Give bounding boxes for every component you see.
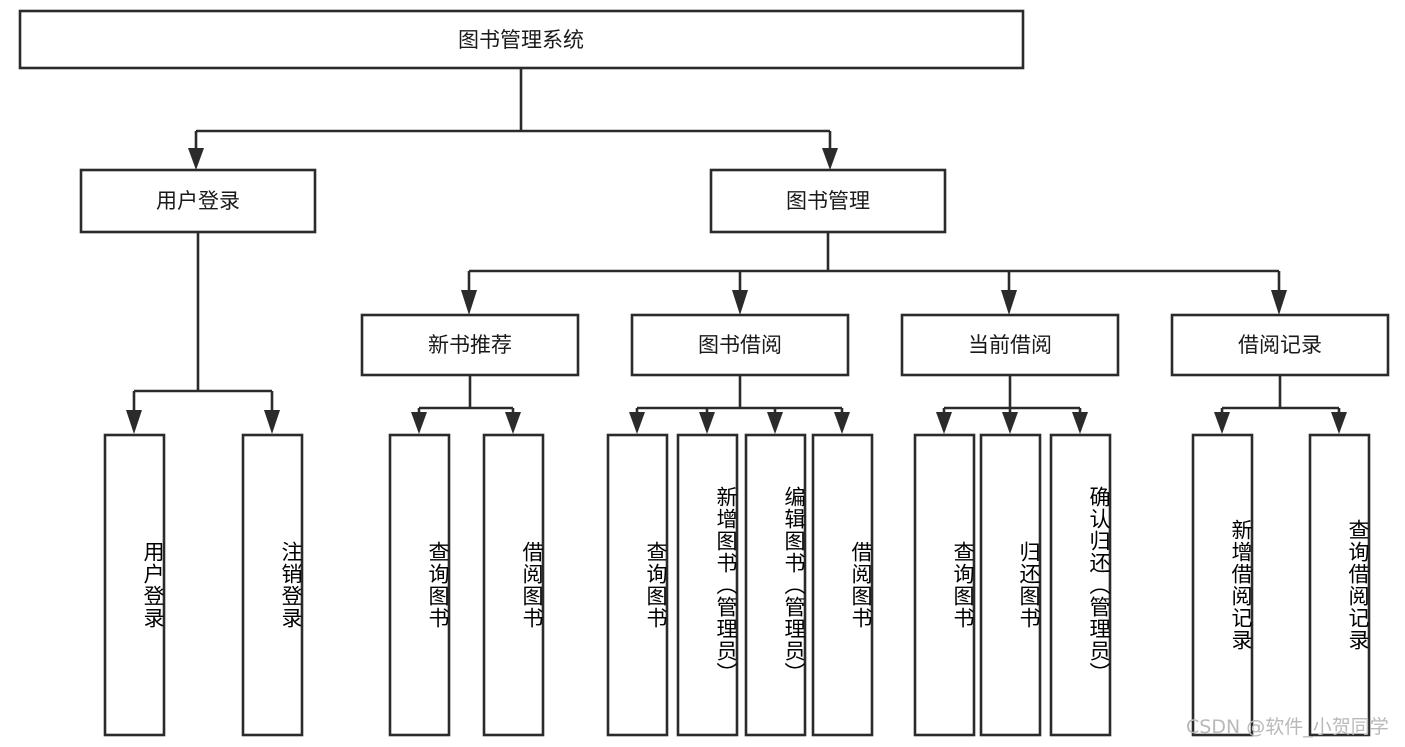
node-leaf-query-book-1[interactable] bbox=[388, 433, 451, 737]
watermark-text: CSDN @软件_小贺同学 bbox=[1186, 716, 1389, 738]
arrow-bb-l3 bbox=[767, 412, 783, 434]
node-leaf-query-book-2[interactable] bbox=[606, 433, 669, 737]
label-root: 图书管理系统 bbox=[458, 28, 584, 52]
node-leaf-borrow-book-2[interactable] bbox=[811, 433, 874, 737]
node-borrow-record[interactable] bbox=[1170, 313, 1390, 377]
arrow-root-to-book-management bbox=[822, 148, 838, 170]
arrow-cb-l2 bbox=[1002, 412, 1018, 434]
arrow-bm-to-current-borrow bbox=[1001, 290, 1017, 315]
arrow-bm-to-borrow-record bbox=[1271, 290, 1287, 315]
arrow-cb-l3 bbox=[1072, 412, 1088, 434]
arrow-br-l2 bbox=[1331, 412, 1347, 434]
node-root-book-management-system[interactable] bbox=[18, 9, 1025, 70]
node-book-management[interactable] bbox=[709, 168, 947, 234]
arrow-user-login-l1 bbox=[126, 410, 142, 434]
label-book-management: 图书管理 bbox=[786, 189, 870, 213]
arrow-br-l1 bbox=[1214, 412, 1230, 434]
label-book-borrow: 图书借阅 bbox=[698, 333, 782, 357]
arrow-bb-l1 bbox=[629, 412, 645, 434]
arrow-bb-l4 bbox=[834, 412, 850, 434]
arrow-nbr-l2 bbox=[505, 412, 521, 434]
node-current-borrow[interactable] bbox=[900, 313, 1120, 377]
node-leaf-query-record[interactable] bbox=[1308, 433, 1371, 737]
node-new-book-recommend[interactable] bbox=[360, 313, 580, 377]
arrow-bm-to-new-book bbox=[461, 290, 477, 315]
node-leaf-user-login[interactable] bbox=[103, 433, 166, 737]
node-leaf-add-book[interactable] bbox=[676, 433, 739, 737]
node-book-borrow[interactable] bbox=[630, 313, 850, 377]
node-leaf-add-record[interactable] bbox=[1191, 433, 1254, 737]
node-leaf-query-book-3[interactable] bbox=[913, 433, 976, 737]
node-leaf-logout-login[interactable] bbox=[241, 433, 304, 737]
arrow-root-to-user-login bbox=[188, 148, 204, 170]
label-new-book-recommend: 新书推荐 bbox=[428, 333, 512, 357]
arrow-nbr-l1 bbox=[411, 412, 427, 434]
arrow-user-login-l2 bbox=[264, 410, 280, 434]
arrow-bm-to-book-borrow bbox=[732, 290, 748, 315]
arrow-cb-l1 bbox=[936, 412, 952, 434]
label-current-borrow: 当前借阅 bbox=[968, 333, 1052, 357]
node-leaf-borrow-book-1[interactable] bbox=[482, 433, 545, 737]
node-leaf-return-book[interactable] bbox=[979, 433, 1042, 737]
node-leaf-edit-book[interactable] bbox=[744, 433, 807, 737]
node-leaf-confirm-return[interactable] bbox=[1049, 433, 1112, 737]
label-user-login: 用户登录 bbox=[156, 189, 240, 213]
arrow-bb-l2 bbox=[699, 412, 715, 434]
label-borrow-record: 借阅记录 bbox=[1238, 333, 1322, 357]
